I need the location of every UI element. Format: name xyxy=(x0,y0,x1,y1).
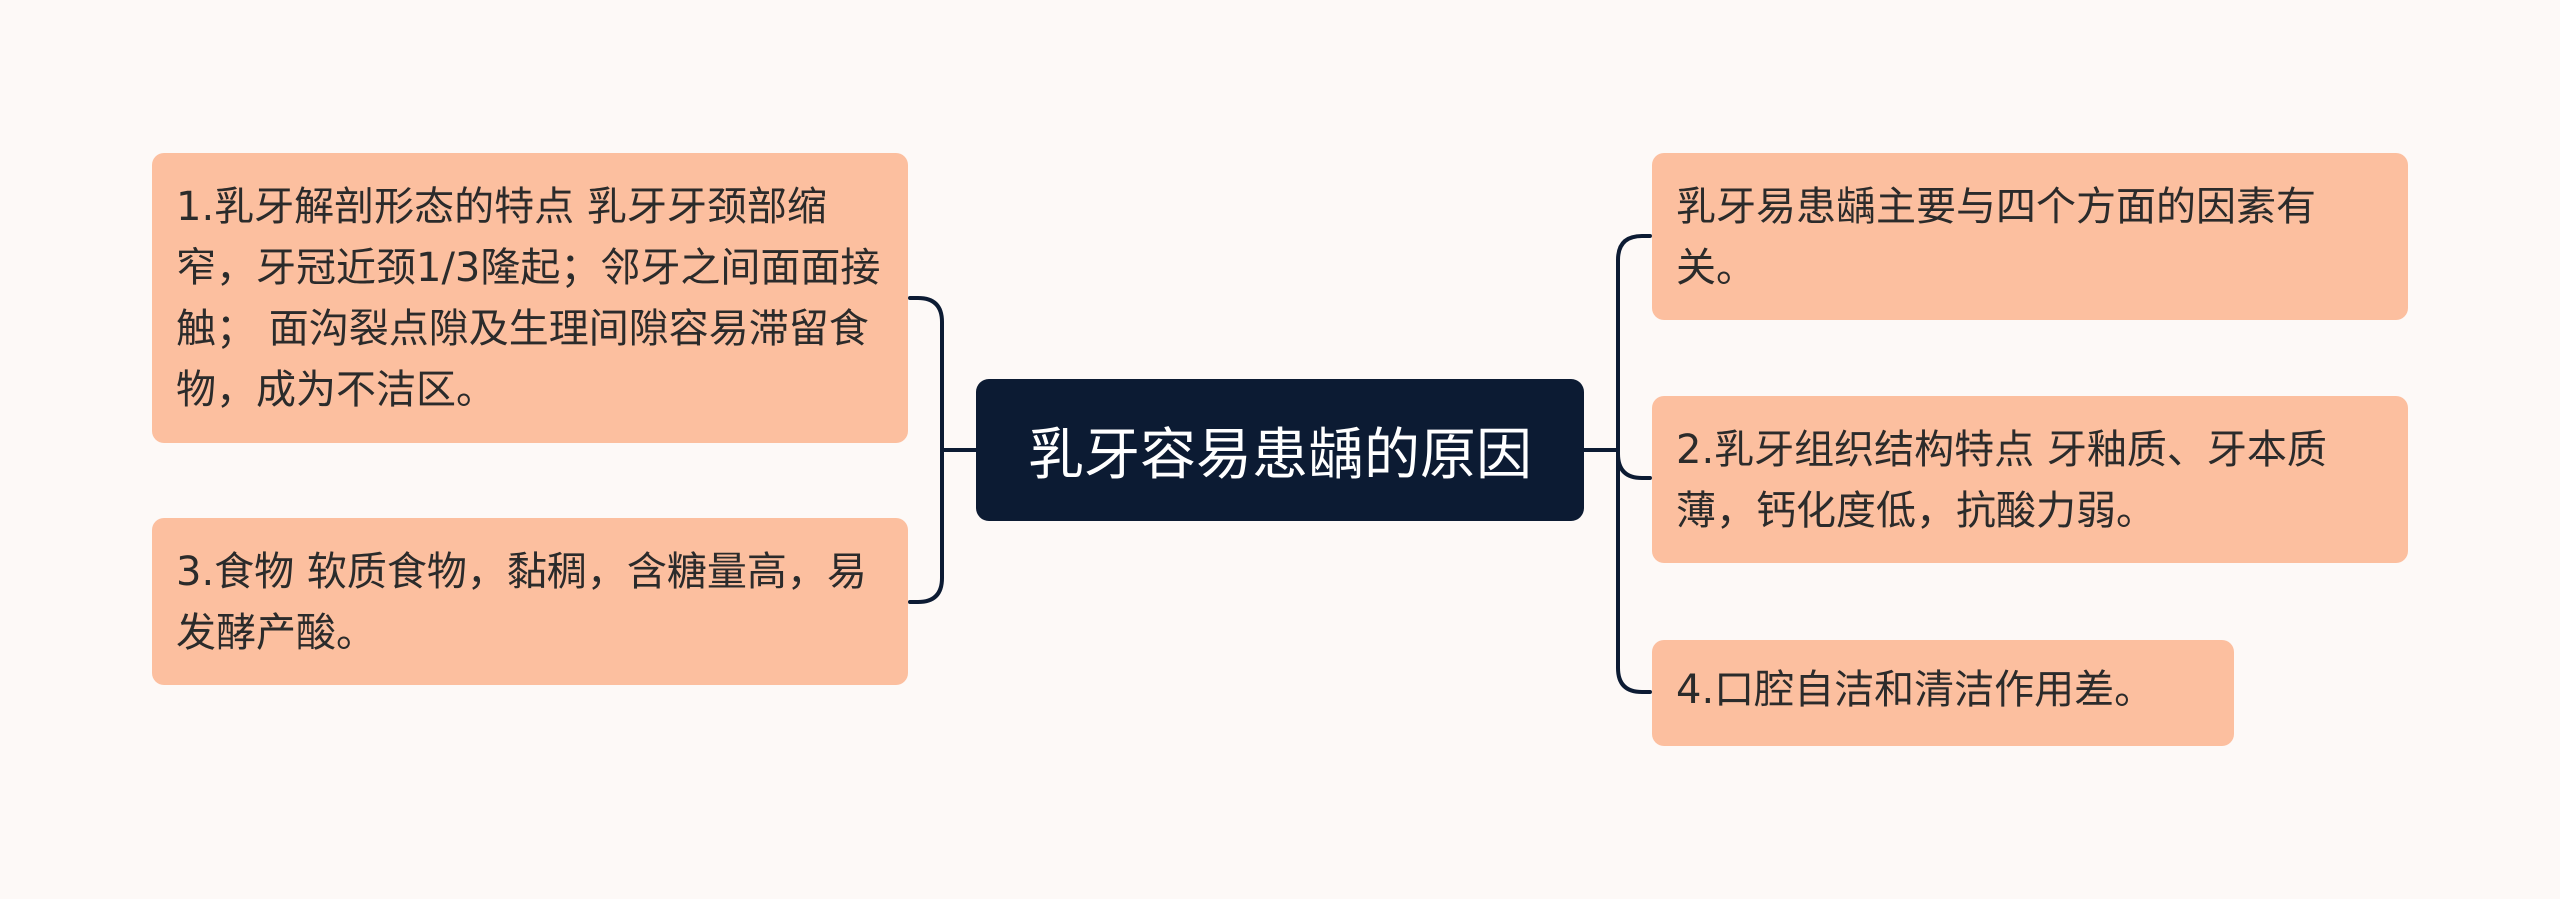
branch-node-left-1[interactable]: 1.乳牙解剖形态的特点 乳牙牙颈部缩窄，牙冠近颈1/3隆起；邻牙之间面面接触； … xyxy=(152,153,908,443)
central-topic-label: 乳牙容易患龋的原因 xyxy=(1028,422,1532,488)
branch-node-text: 4.口腔自洁和清洁作用差。 xyxy=(1676,667,2155,713)
connector-left-1 xyxy=(908,296,944,452)
branch-node-right-3[interactable]: 4.口腔自洁和清洁作用差。 xyxy=(1652,640,2234,746)
branch-node-text: 3.食物 软质食物，黏稠，含糖量高，易发酵产酸。 xyxy=(176,549,867,656)
branch-node-right-2[interactable]: 2.乳牙组织结构特点 牙釉质、牙本质薄，钙化度低，抗酸力弱。 xyxy=(1652,396,2408,563)
connector-right-3 xyxy=(1616,448,1652,694)
branch-node-text: 1.乳牙解剖形态的特点 乳牙牙颈部缩窄，牙冠近颈1/3隆起；邻牙之间面面接触； … xyxy=(176,184,881,413)
central-topic[interactable]: 乳牙容易患龋的原因 xyxy=(976,379,1584,521)
branch-node-text: 乳牙易患龋主要与四个方面的因素有关。 xyxy=(1676,184,2316,291)
connector-right-2 xyxy=(1616,448,1652,480)
branch-node-left-2[interactable]: 3.食物 软质食物，黏稠，含糖量高，易发酵产酸。 xyxy=(152,518,908,685)
connector-right-1 xyxy=(1616,234,1652,452)
branch-node-right-1[interactable]: 乳牙易患龋主要与四个方面的因素有关。 xyxy=(1652,153,2408,320)
connector-left-2 xyxy=(908,448,944,604)
branch-node-text: 2.乳牙组织结构特点 牙釉质、牙本质薄，钙化度低，抗酸力弱。 xyxy=(1676,427,2327,534)
